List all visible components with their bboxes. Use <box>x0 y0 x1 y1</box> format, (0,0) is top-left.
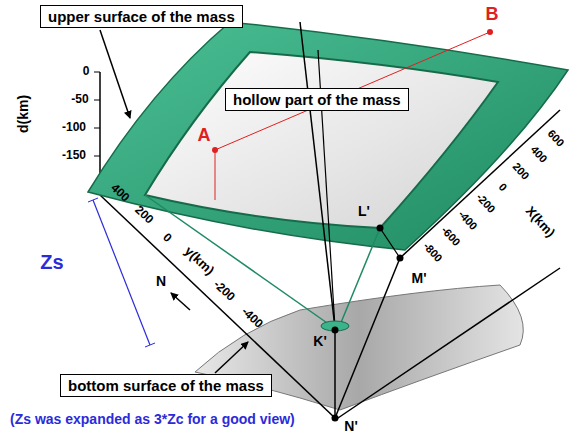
tick-label: -200 <box>474 191 498 215</box>
point-label: M' <box>412 271 427 286</box>
tick-label: 0 <box>83 65 90 78</box>
tick-label: 0 <box>160 230 174 244</box>
point-label: A <box>198 126 211 146</box>
callout-box: bottom surface of the mass <box>60 374 272 397</box>
callout-text: hollow part of the mass <box>233 90 401 109</box>
axis-title: y(km) <box>181 244 216 278</box>
tick-label: -100 <box>62 121 86 134</box>
point-label: L' <box>358 204 370 219</box>
callout-box: upper surface of the mass <box>40 5 243 28</box>
axis-title: X(km) <box>523 204 558 240</box>
tick-label: -400 <box>239 305 266 331</box>
tick-label: 200 <box>132 204 156 227</box>
caption-note: (Zs was expanded as 3*Zc for a good view… <box>10 412 295 427</box>
callout-text: upper surface of the mass <box>48 7 235 26</box>
tick-label: -200 <box>211 278 238 304</box>
axis-title: d(km) <box>16 95 31 133</box>
callout-text: bottom surface of the mass <box>68 376 264 395</box>
callout-box: hollow part of the mass <box>225 88 409 111</box>
tick-label: 0 <box>497 181 510 194</box>
north-label: N <box>156 274 166 289</box>
tick-label: -800 <box>421 240 445 264</box>
tick-label: -400 <box>456 207 480 231</box>
tick-label: -50 <box>71 93 88 106</box>
point-label: K' <box>313 334 326 349</box>
tick-label: -600 <box>439 224 463 248</box>
point-label: B <box>486 5 499 25</box>
tick-label: 400 <box>528 144 549 166</box>
point-label: N' <box>344 419 357 434</box>
tick-label: 200 <box>510 160 531 182</box>
tick-label: 400 <box>109 181 133 204</box>
tick-label: 600 <box>546 127 567 149</box>
dimension-label: Zs <box>40 251 63 273</box>
tick-label: -150 <box>62 149 86 162</box>
